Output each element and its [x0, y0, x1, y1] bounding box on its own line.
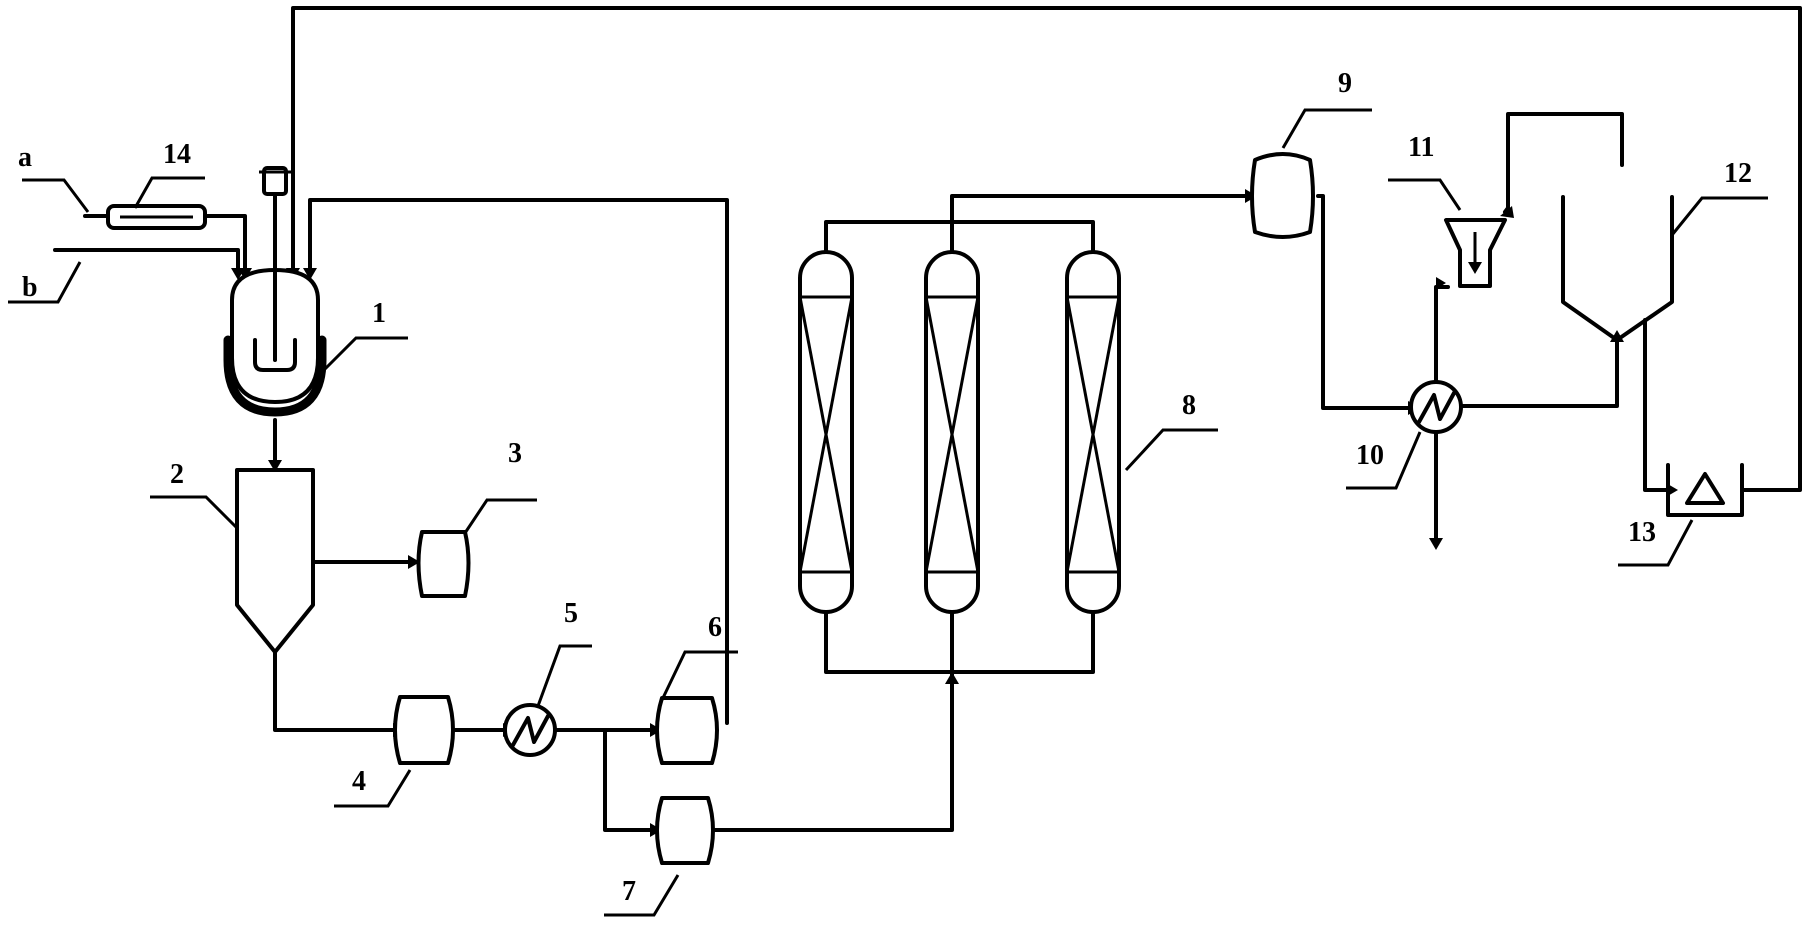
label-9: 9 — [1338, 68, 1352, 99]
pump-triangle-icon — [1685, 472, 1725, 505]
columns-bottom-manifold — [824, 610, 1095, 674]
label-7: 7 — [622, 876, 636, 907]
leader-3 — [463, 498, 537, 534]
line-9-to-10 — [1316, 194, 1412, 410]
label-14: 14 — [163, 139, 191, 170]
label-1: 1 — [372, 298, 386, 329]
leader-2 — [150, 495, 239, 530]
return-line-6-to-reactor — [308, 198, 729, 725]
equipment-13-tank — [1666, 463, 1744, 517]
leader-9 — [1281, 108, 1372, 149]
pipelines — [53, 6, 1802, 832]
label-13: 13 — [1628, 517, 1656, 548]
label-3: 3 — [508, 438, 522, 469]
label-12: 12 — [1724, 158, 1752, 189]
feed-b-line — [53, 248, 240, 274]
label-10: 10 — [1356, 440, 1384, 471]
equipment-10-heat-exchanger — [1409, 380, 1463, 434]
leader-a — [22, 178, 90, 213]
feed-a-to-reactor — [203, 214, 247, 274]
arrow-to-11 — [1436, 277, 1446, 289]
line-10-to-11 — [1434, 285, 1450, 384]
equipment-1-reactor — [223, 166, 327, 417]
equipment-11-hopper — [1444, 218, 1507, 288]
line-12-to-13 — [1643, 318, 1670, 492]
arrow-feed-b — [231, 268, 245, 280]
label-5: 5 — [564, 598, 578, 629]
labels: a b 14 1 2 3 4 5 6 7 8 9 10 11 12 13 — [18, 68, 1752, 907]
arrow-11-top — [1500, 206, 1514, 218]
label-b: b — [22, 272, 38, 303]
label-8: 8 — [1182, 390, 1196, 421]
column-left — [798, 250, 854, 614]
columns-top-left — [824, 220, 1095, 254]
agitator-motor — [262, 166, 288, 196]
leader-4 — [334, 769, 412, 808]
line-10-to-12 — [1460, 338, 1619, 408]
label-11: 11 — [1408, 132, 1434, 163]
equipment-14-preheater — [106, 204, 207, 230]
leader-13 — [1618, 519, 1694, 567]
recycle-line-top — [291, 6, 1802, 492]
equipment-12-settler — [1561, 195, 1674, 347]
leader-10 — [1346, 431, 1422, 490]
leader-lines — [8, 108, 1768, 917]
leader-7 — [604, 874, 680, 917]
leader-11 — [1388, 178, 1462, 211]
arrow-to-3 — [408, 555, 420, 569]
leader-b — [8, 261, 82, 304]
equipment-4-tank — [393, 695, 455, 765]
leader-8 — [1124, 428, 1218, 472]
equipment-7-tank — [655, 796, 715, 865]
label-4: 4 — [352, 766, 366, 797]
leader-12 — [1670, 196, 1768, 236]
arrow-to-2 — [268, 460, 282, 472]
equipment-9-drum — [1250, 152, 1315, 239]
arrow-return — [303, 268, 317, 280]
arrow-to-columns — [945, 672, 959, 684]
line-11-to-12 — [1503, 112, 1624, 214]
line-2-to-4 — [273, 650, 397, 732]
columns-to-9-line — [950, 194, 1249, 254]
label-a: a — [18, 142, 32, 173]
leader-6 — [660, 650, 738, 701]
equipment-6-tank — [655, 696, 719, 765]
equipment-5-heat-exchanger — [503, 703, 557, 757]
equipment-3-tank — [416, 530, 471, 598]
line-7-to-columns — [710, 670, 954, 832]
label-6: 6 — [708, 612, 722, 643]
leader-1 — [320, 336, 408, 374]
equipment-2-separator — [235, 468, 315, 654]
leader-5 — [536, 644, 592, 707]
leader-14 — [133, 176, 205, 209]
arrow-10-out — [1429, 538, 1443, 550]
equipment-8-columns — [798, 250, 1121, 614]
line-5-to-7 — [603, 728, 654, 832]
label-2: 2 — [170, 459, 184, 490]
column-middle — [924, 250, 980, 614]
column-right — [1065, 250, 1121, 614]
